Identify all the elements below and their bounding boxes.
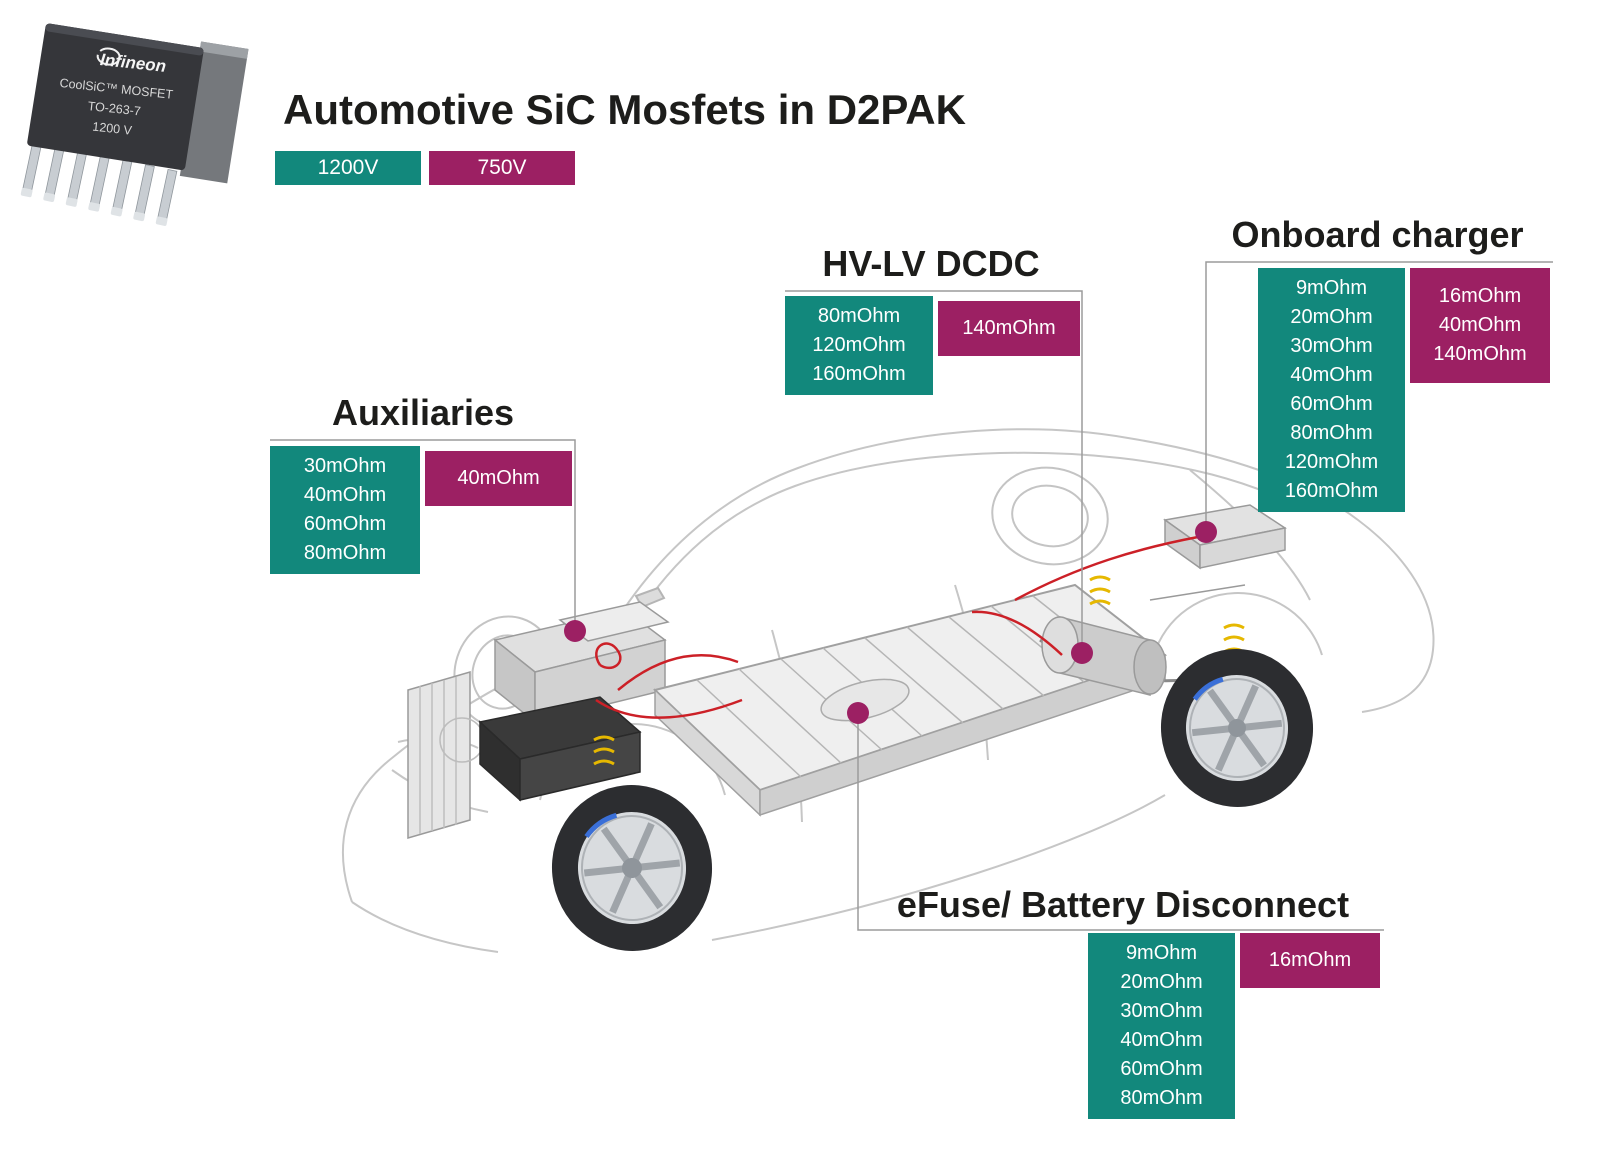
front-right-wheel: [453, 615, 557, 729]
rear-left-wheel: [991, 466, 1109, 566]
onboard-charger-750v-box: 16mOhm 40mOhm 140mOhm: [1410, 268, 1550, 383]
resistance-value: 120mOhm: [812, 334, 906, 356]
resistance-value: 160mOhm: [812, 363, 906, 385]
resistance-value: 16mOhm: [1438, 285, 1522, 307]
resistance-value: 40mOhm: [303, 484, 387, 506]
auxiliaries-750v-box: 40mOhm: [425, 451, 572, 506]
resistance-value: 40mOhm: [1438, 314, 1522, 336]
resistance-value: 30mOhm: [1290, 335, 1373, 357]
battery-pack: [652, 583, 1168, 817]
resistance-value: 80mOhm: [303, 542, 387, 564]
page-title: Automotive SiC Mosfets in D2PAK: [283, 86, 966, 133]
package-body: [27, 23, 204, 170]
resistance-value: 140mOhm: [1433, 343, 1527, 365]
resistance-value: 30mOhm: [1120, 1000, 1203, 1022]
onboard-charger-marker-dot: [1195, 521, 1217, 543]
front-left-wheel: [551, 785, 713, 951]
resistance-value: 80mOhm: [1290, 422, 1373, 444]
legend-badge-750v: 750V: [429, 151, 575, 185]
callout-title-efuse: eFuse/ Battery Disconnect: [896, 884, 1350, 925]
resistance-value: 60mOhm: [1120, 1058, 1203, 1080]
onboard-charger-unit: [1163, 504, 1287, 570]
hv-cables: [595, 535, 1199, 719]
efuse-750v-box: 16mOhm: [1240, 933, 1380, 988]
hv-lv-dcdc-1200v-box: 80mOhm 120mOhm 160mOhm: [785, 296, 933, 395]
rear-drive-unit: [1039, 584, 1256, 696]
marker-dots: [564, 521, 1217, 724]
efuse-1200v-box: 9mOhm 20mOhm 30mOhm 40mOhm 60mOhm 80mOhm: [1088, 933, 1235, 1119]
package-leads: [20, 140, 178, 226]
onboard-charger-1200v-box: 9mOhm 20mOhm 30mOhm 40mOhm 60mOhm 80mOhm…: [1258, 268, 1405, 512]
hv-lv-dcdc-marker-dot: [1071, 642, 1093, 664]
resistance-value: 20mOhm: [1290, 306, 1373, 328]
hv-lv-dcdc-750v-box: 140mOhm: [938, 301, 1080, 356]
suspension-springs: [593, 575, 1245, 766]
callout-title-hv-lv-dcdc: HV-LV DCDC: [822, 243, 1040, 284]
resistance-value: 30mOhm: [303, 455, 387, 477]
resistance-value: 80mOhm: [817, 305, 901, 327]
callout-title-auxiliaries: Auxiliaries: [331, 392, 515, 433]
infineon-logo-icon: [96, 47, 121, 66]
resistance-value: 80mOhm: [1120, 1087, 1203, 1109]
auxiliaries-marker-dot: [564, 620, 586, 642]
product-package-image: Infineon CoolSiC™ MOSFET TO-263-7 1200 V: [20, 23, 249, 226]
resistance-value: 9mOhm: [1125, 942, 1198, 964]
resistance-value: 60mOhm: [1290, 393, 1373, 415]
chip-package-code: TO-263-7: [87, 99, 141, 118]
resistance-value: 60mOhm: [303, 513, 387, 535]
resistance-value: 40mOhm: [1290, 364, 1373, 386]
callout-title-onboard-charger: Onboard charger: [1231, 214, 1524, 255]
resistance-value: 40mOhm: [1120, 1029, 1203, 1051]
auxiliaries-1200v-box: 30mOhm 40mOhm 60mOhm 80mOhm: [270, 446, 420, 574]
chip-voltage: 1200 V: [92, 120, 134, 138]
resistance-value: 9mOhm: [1295, 277, 1368, 299]
resistance-value: 120mOhm: [1284, 451, 1379, 473]
resistance-value: 20mOhm: [1120, 971, 1203, 993]
resistance-value: 160mOhm: [1284, 480, 1379, 502]
efuse-marker-dot: [847, 702, 869, 724]
rear-right-wheel: [1160, 649, 1314, 807]
legend-badge-1200v: 1200V: [275, 151, 421, 185]
front-drive-unit: [407, 601, 670, 839]
